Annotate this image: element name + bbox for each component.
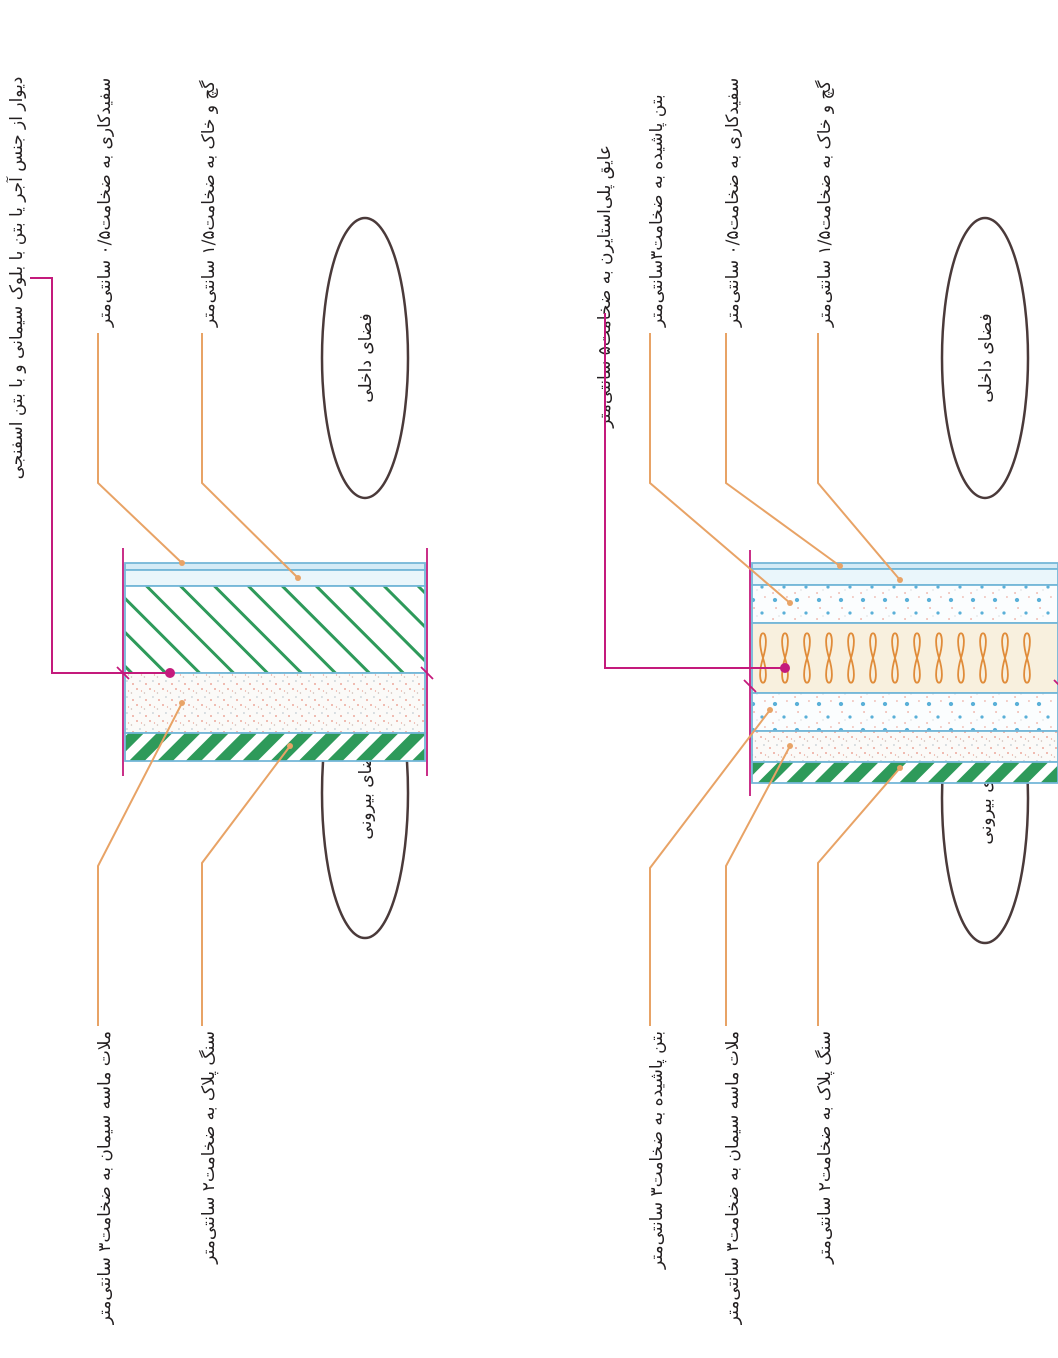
label-b-concrete-in: بتن پاشیده به ضخامت۳سانتی‌متر <box>647 94 667 328</box>
layer-b-whitewash <box>751 562 1058 570</box>
layer-b-mortar <box>751 730 1058 763</box>
layer-b-insulation <box>751 622 1058 694</box>
leader-a-mortar <box>97 702 183 1026</box>
leader-b-concrete-out <box>649 709 771 1026</box>
inner-space-label-b: فضای داخلی <box>976 313 996 402</box>
leader-b-dot-3 <box>897 577 903 583</box>
label-b-concrete-out: بتن پاشیده به ضخامت۳ سانتی‌متر <box>647 1031 667 1270</box>
label-a-stone: سنگ پلاک به ضخامت۲ سانتی‌متر <box>198 1031 219 1265</box>
leader-b-dot-6 <box>897 765 903 771</box>
leader-a-dot-3 <box>179 700 185 706</box>
insulation-loop <box>979 632 987 684</box>
label-b-mortar: ملات ماسه سیمان به ضخامت۳ سانتی‌متر <box>723 1031 743 1325</box>
layer-a-plaster <box>124 569 426 587</box>
leader-b-mortar <box>725 745 791 1026</box>
inner-space-label: فضای داخلی <box>356 313 376 402</box>
label-a-mortar: ملات ماسه سیمان به ضخامت۳ سانتی‌متر <box>95 1031 115 1325</box>
layer-a-whitewash <box>124 562 426 571</box>
layer-a-brick <box>124 585 426 674</box>
leader-a-stone <box>201 745 291 1026</box>
leader-b-insulation <box>604 313 785 669</box>
label-b-whitewash: سفیدکاری به ضخامت۰/۵ سانتی‌متر <box>723 78 743 328</box>
break-b-bottom <box>1053 679 1058 693</box>
insulation-loop <box>913 632 921 684</box>
layer-b-concrete-out <box>751 692 1058 732</box>
insulation-loop <box>781 632 789 684</box>
leader-b-dot-5 <box>787 743 793 749</box>
leader-b-plaster <box>817 333 901 581</box>
leader-a-dot-1 <box>179 560 185 566</box>
break-b-top <box>743 679 757 693</box>
leader-b-concrete-in <box>649 333 791 604</box>
leader-b-dot-2 <box>837 563 843 569</box>
layer-b-plaster <box>751 568 1058 586</box>
inner-space-ellipse-b <box>940 216 1030 500</box>
diagram-a: دیوار از جنس آجر یا بتن با بلوک سیمانی و… <box>5 77 434 1325</box>
layer-b-concrete-in <box>751 584 1058 624</box>
diagram-b: عایق پلی‌استایرن به ضخامت۵ سانتی‌متر بتن… <box>595 78 1058 1325</box>
leader-b-whitewash <box>725 333 841 567</box>
insulation-loop <box>1001 632 1009 684</box>
insulation-loop <box>803 632 811 684</box>
leader-a-title <box>30 277 170 674</box>
layer-a-mortar <box>124 672 426 734</box>
layer-b-stone <box>751 761 1058 784</box>
wall-section-b <box>743 550 1058 796</box>
label-b-insulation: عایق پلی‌استایرن به ضخامت۵ سانتی‌متر <box>595 145 615 429</box>
diagram-a-title: دیوار از جنس آجر یا بتن با بلوک سیمانی و… <box>5 77 27 480</box>
wall-section-a <box>116 548 434 776</box>
leader-a-dot-2 <box>295 575 301 581</box>
insulation-loop <box>1023 632 1031 684</box>
insulation-loop <box>825 632 833 684</box>
leaders-a <box>97 333 299 1026</box>
insulation-loop <box>935 632 943 684</box>
insulation-loop <box>847 632 855 684</box>
leader-b-dot-4 <box>767 707 773 713</box>
leader-b-insulation-dot <box>780 663 790 673</box>
leader-b-stone <box>817 767 901 1026</box>
label-b-stone: سنگ پلاک به ضخامت۲ سانتی‌متر <box>814 1031 835 1265</box>
leader-a-title-dot <box>165 668 175 678</box>
insulation-loop <box>869 632 877 684</box>
label-b-plaster: گچ و خاک به ضخامت۱/۵ سانتی‌متر <box>814 80 835 328</box>
label-a-whitewash: سفیدکاری به ضخامت۰/۵ سانتی‌متر <box>95 78 115 328</box>
leaders-b <box>649 333 901 1026</box>
outer-space-label: فضای بیرونی <box>356 746 376 839</box>
insulation-loop <box>957 632 965 684</box>
insulation-loop <box>759 632 767 684</box>
insulation-loop <box>891 632 899 684</box>
leader-a-whitewash <box>97 333 183 564</box>
leader-a-dot-4 <box>287 743 293 749</box>
insulation-loops <box>759 632 1031 684</box>
leader-b-dot-1 <box>787 600 793 606</box>
layer-a-stone <box>124 732 426 762</box>
break-a-bottom <box>420 666 434 680</box>
inner-space-ellipse <box>320 216 410 500</box>
leader-a-plaster <box>201 333 299 579</box>
label-a-plaster: گچ و خاک به ضخامت۱/۵ سانتی‌متر <box>198 80 219 328</box>
